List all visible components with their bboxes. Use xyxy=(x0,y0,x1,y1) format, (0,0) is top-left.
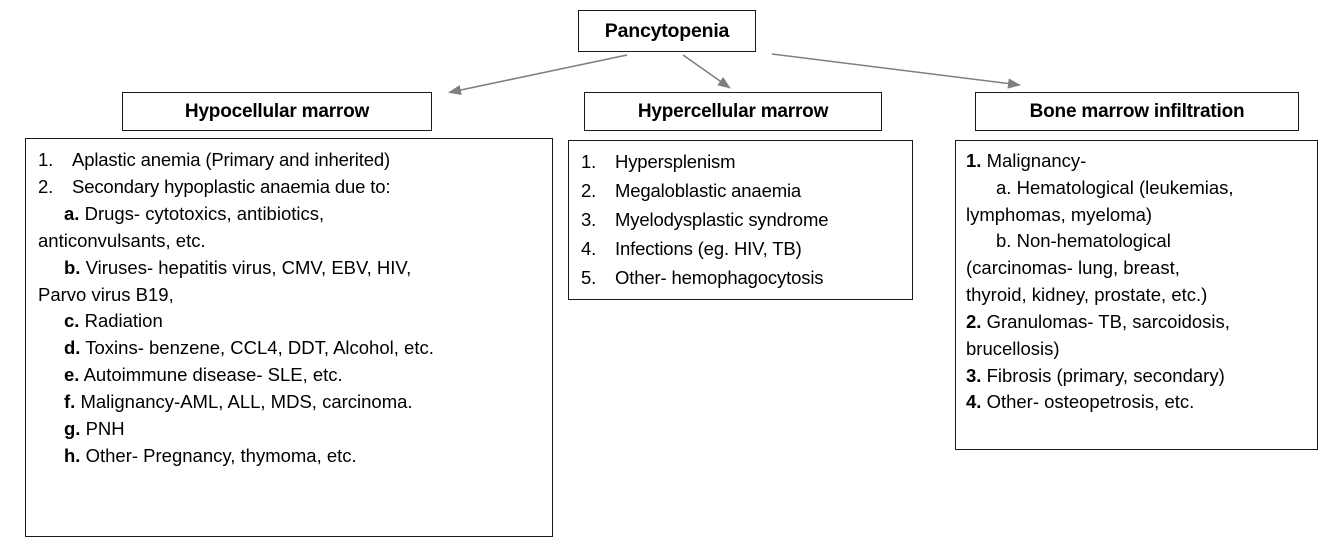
list-marker: b. xyxy=(64,256,81,278)
node-bone-marrow-infiltration[interactable]: Bone marrow infiltration xyxy=(975,92,1299,131)
list-item: 1. Aplastic anemia (Primary and inherited… xyxy=(38,147,542,174)
list-marker: b. xyxy=(996,230,1012,252)
list-item-continuation: anticonvulsants, etc. xyxy=(38,229,206,251)
list-item: 1. Malignancy- xyxy=(966,148,1309,175)
list-item-text: Autoimmune disease- SLE, etc. xyxy=(83,364,343,386)
list-item-continuation: thyroid, kidney, prostate, etc.) xyxy=(966,284,1208,306)
list-marker: f. xyxy=(64,391,76,413)
list-item-text: Other- Pregnancy, thymoma, etc. xyxy=(85,444,357,466)
list-item: 4. Other- osteopetrosis, etc. xyxy=(966,389,1309,416)
node-pancytopenia[interactable]: Pancytopenia xyxy=(578,10,756,52)
list-item: 2. Secondary hypoplastic anaemia due to: xyxy=(38,174,542,201)
list-marker: 2. xyxy=(581,179,597,201)
list-hypercellular-causes: 1.Hypersplenism 2.Megaloblastic anaemia … xyxy=(568,140,913,300)
list-item: 2. Megaloblastic anaemia xyxy=(581,178,902,205)
arrow-root-to-infiltration xyxy=(771,53,1021,89)
list-item-continuation: (carcinomas- lung, breast, xyxy=(966,257,1180,279)
list-marker: d. xyxy=(64,337,81,359)
list-item-text: Secondary hypoplastic anaemia due to: xyxy=(72,175,391,197)
list-item-text: Drugs- cytotoxics, antibiotics, xyxy=(84,202,325,224)
list-item: d. Toxins- benzene, CCL4, DDT, Alcohol, … xyxy=(38,335,542,362)
node-bone-marrow-infiltration-label: Bone marrow infiltration xyxy=(1029,100,1245,122)
list-item: f. Malignancy-AML, ALL, MDS, carcinoma. xyxy=(38,389,542,416)
arrow-root-to-hypercellular xyxy=(682,54,731,89)
list-item-text: Malignancy-AML, ALL, MDS, carcinoma. xyxy=(80,391,413,413)
list-item: a. Drugs- cytotoxics, antibiotics, xyxy=(38,201,542,228)
node-hypocellular-marrow-label: Hypocellular marrow xyxy=(184,100,370,122)
arrow-root-to-hypocellular xyxy=(448,54,628,96)
list-item: c. Radiation xyxy=(38,308,542,335)
list-item: b. Non-hematological xyxy=(966,228,1309,255)
list-marker: a. xyxy=(996,176,1012,198)
list-marker: 4. xyxy=(966,391,982,413)
list-marker: 3. xyxy=(581,208,597,230)
list-item: 1. Hypersplenism xyxy=(581,149,902,176)
list-marker: c. xyxy=(64,310,80,332)
list-marker: 1. xyxy=(38,149,54,170)
list-item-text: Malignancy- xyxy=(986,150,1087,171)
list-item: g. PNH xyxy=(38,416,542,443)
list-hypocellular-causes: 1. Aplastic anemia (Primary and inherited… xyxy=(25,138,553,537)
list-item-continuation: lymphomas, myeloma) xyxy=(966,203,1153,225)
list-item: 3. Fibrosis (primary, secondary) xyxy=(966,363,1309,390)
list-marker: 1. xyxy=(966,150,982,171)
list-item: e. Autoimmune disease- SLE, etc. xyxy=(38,362,542,389)
list-marker: e. xyxy=(64,364,80,386)
list-item-text: Fibrosis (primary, secondary) xyxy=(986,364,1225,386)
list-item: h. Other- Pregnancy, thymoma, etc. xyxy=(38,443,542,470)
list-item-text: Other- hemophagocytosis xyxy=(615,266,824,288)
list-item-text: Hypersplenism xyxy=(615,151,736,172)
list-item-text: Myelodysplastic syndrome xyxy=(615,208,829,230)
list-item: 3. Myelodysplastic syndrome xyxy=(581,207,902,234)
list-marker: 5. xyxy=(581,266,597,288)
list-item: 4. Infections (eg. HIV, TB) xyxy=(581,236,902,263)
list-marker: 4. xyxy=(581,237,597,259)
list-item-continuation: Parvo virus B19, xyxy=(38,283,174,305)
node-hypocellular-marrow[interactable]: Hypocellular marrow xyxy=(122,92,432,131)
list-item-text: Megaloblastic anaemia xyxy=(615,179,802,201)
list-item-continuation: brucellosis) xyxy=(966,337,1060,359)
list-item: 5. Other- hemophagocytosis xyxy=(581,265,902,292)
node-pancytopenia-label: Pancytopenia xyxy=(604,19,730,42)
list-item-text: Aplastic anemia (Primary and inherited) xyxy=(72,149,391,170)
list-item-text: Other- osteopetrosis, etc. xyxy=(986,391,1195,413)
list-marker: a. xyxy=(64,202,80,224)
list-item-text: Radiation xyxy=(84,310,163,332)
list-item-text: Toxins- benzene, CCL4, DDT, Alcohol, etc… xyxy=(85,337,434,359)
node-hypercellular-marrow[interactable]: Hypercellular marrow xyxy=(584,92,882,131)
list-infiltration-causes: 1. Malignancy- a. Hematological (leukemi… xyxy=(955,140,1318,450)
list-marker: 2. xyxy=(966,310,982,332)
list-item-text: Viruses- hepatitis virus, CMV, EBV, HIV, xyxy=(85,256,412,278)
list-marker: 3. xyxy=(966,364,982,386)
node-hypercellular-marrow-label: Hypercellular marrow xyxy=(637,100,829,122)
list-item-text: Infections (eg. HIV, TB) xyxy=(615,237,802,259)
list-item: a. Hematological (leukemias, xyxy=(966,175,1309,202)
list-marker: g. xyxy=(64,418,81,440)
list-marker: h. xyxy=(64,444,81,466)
list-item-text: PNH xyxy=(85,418,125,440)
list-marker: 1. xyxy=(581,151,597,172)
list-item-text: Non-hematological xyxy=(1016,230,1171,252)
list-marker: 2. xyxy=(38,175,54,197)
list-item: b. Viruses- hepatitis virus, CMV, EBV, H… xyxy=(38,255,542,282)
list-item: 2. Granulomas- TB, sarcoidosis, xyxy=(966,309,1309,336)
list-item-text: Granulomas- TB, sarcoidosis, xyxy=(986,310,1230,332)
list-item-text: Hematological (leukemias, xyxy=(1016,176,1234,198)
